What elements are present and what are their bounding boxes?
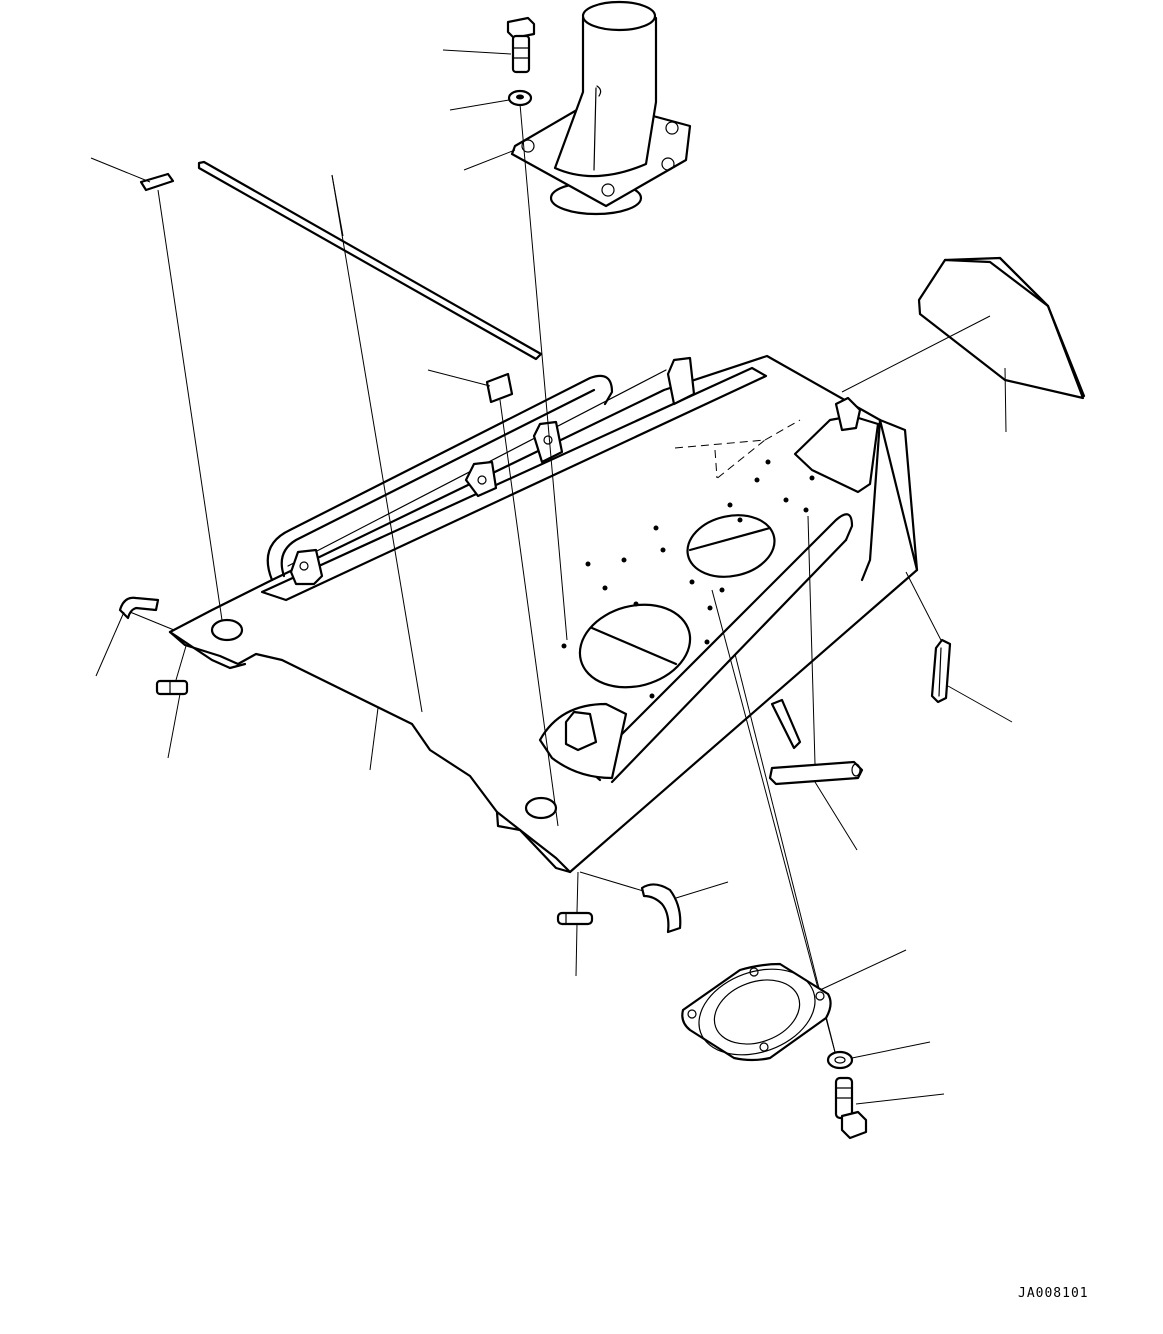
leader-line	[442, 49, 512, 55]
leader-line	[331, 174, 423, 713]
small-clip-top-left	[139, 172, 175, 192]
lower-washer	[826, 1050, 854, 1070]
lower-bolt	[834, 1076, 868, 1140]
exhaust-pipe-flange	[510, 0, 692, 216]
seal-strip	[197, 160, 543, 361]
lower-bar-bracket	[768, 760, 864, 786]
leader-line	[90, 157, 151, 183]
main-frame-plate	[168, 354, 919, 874]
left-hook-clip	[118, 596, 160, 620]
top-washer	[507, 89, 533, 107]
leader-line	[449, 99, 510, 111]
left-small-block	[155, 679, 189, 696]
leader-line	[851, 1041, 931, 1059]
leader-line	[95, 611, 125, 677]
round-flange-plate	[681, 962, 832, 1062]
curved-strip	[640, 883, 682, 934]
leader-line	[841, 315, 991, 393]
leader-line	[175, 645, 187, 681]
leader-line	[807, 515, 816, 765]
small-pin	[556, 911, 594, 926]
leader-line	[675, 881, 729, 899]
leader-line	[711, 589, 837, 1057]
top-bolt	[506, 16, 536, 74]
leader-line	[819, 949, 907, 991]
leader-line	[814, 781, 858, 851]
leader-line	[575, 923, 578, 977]
leader-line	[369, 707, 379, 771]
leader-line	[499, 399, 559, 827]
side-cover	[917, 256, 1086, 400]
drawing-id-label: JA008101	[1018, 1286, 1089, 1301]
small-clip-middle	[485, 372, 514, 404]
right-edge-clip	[930, 638, 952, 704]
leader-line	[576, 871, 579, 913]
leader-line	[427, 369, 491, 387]
leader-line	[855, 1093, 945, 1105]
leader-line	[463, 149, 516, 171]
hanging-support-bar	[770, 698, 802, 750]
leader-line	[129, 611, 175, 631]
leader-line	[167, 693, 181, 759]
leader-line	[157, 189, 223, 621]
leader-line	[905, 571, 945, 647]
leader-line	[1004, 367, 1007, 433]
leader-line	[519, 103, 568, 641]
leader-line	[947, 685, 1013, 723]
